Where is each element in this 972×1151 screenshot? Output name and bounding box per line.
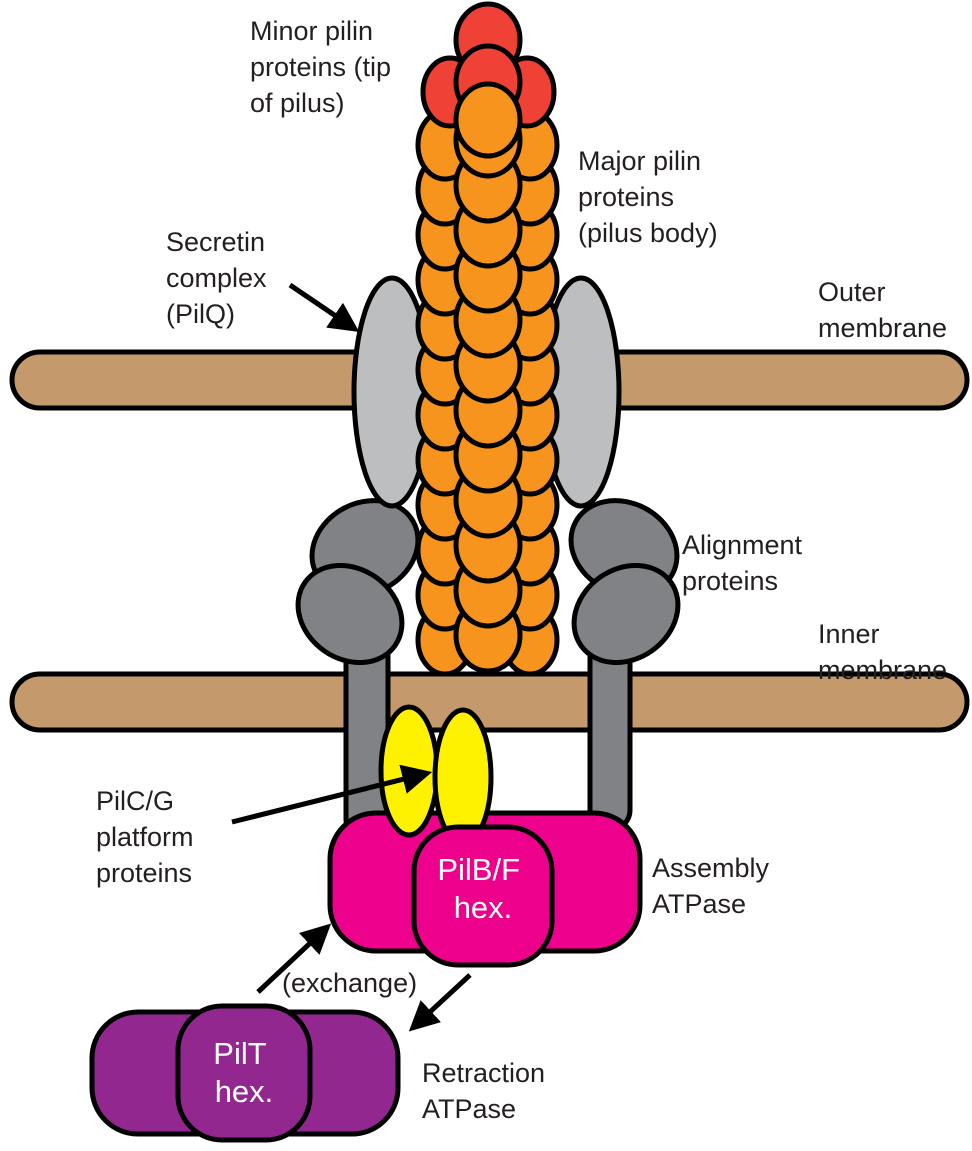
retraction-atpase-center [178, 1006, 310, 1140]
major-pilin-protein [456, 84, 520, 156]
minor-pilin-label: Minor pilin proteins (tip of pilus) [250, 16, 399, 118]
secretin-arrow [290, 285, 349, 325]
outer-membrane-label: Outer membrane [818, 277, 947, 343]
platform-protein-right [435, 710, 491, 844]
pilus-fiber [418, 4, 557, 674]
assembly-atpase-label: Assembly ATPase [652, 853, 777, 919]
inner-membrane-label: Inner membrane [818, 619, 947, 685]
exchange-arrow-down [418, 975, 470, 1023]
secretin-label: Secretin complex (PilQ) [166, 227, 274, 329]
retraction-atpase-label: Retraction ATPase [422, 1058, 553, 1124]
platform-label: PilC/G platform proteins [96, 786, 201, 888]
exchange-label: (exchange) [282, 968, 417, 998]
platform-protein-left [381, 707, 437, 835]
major-pilin-label: Major pilin proteins (pilus body) [578, 146, 718, 248]
alignment-label: Alignment proteins [682, 530, 810, 596]
